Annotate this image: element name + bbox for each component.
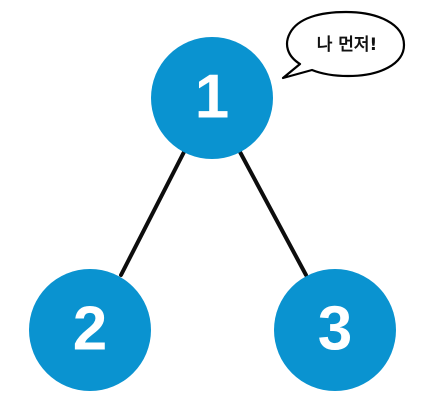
node-circle — [29, 269, 151, 391]
node-1: 1 — [151, 37, 273, 159]
edge-1-to-3 — [238, 150, 308, 277]
edge-1-to-2 — [119, 150, 186, 277]
speech-bubble: 나 먼저! — [281, 10, 406, 80]
node-circle — [274, 269, 396, 391]
node-3: 3 — [274, 269, 396, 391]
node-2: 2 — [29, 269, 151, 391]
node-label: 1 — [195, 62, 229, 131]
speech-bubble-shape — [281, 10, 406, 80]
node-label: 2 — [73, 294, 107, 363]
speech-bubble-text: 나 먼저! — [317, 35, 378, 55]
node-circle — [151, 37, 273, 159]
node-label: 3 — [318, 294, 352, 363]
